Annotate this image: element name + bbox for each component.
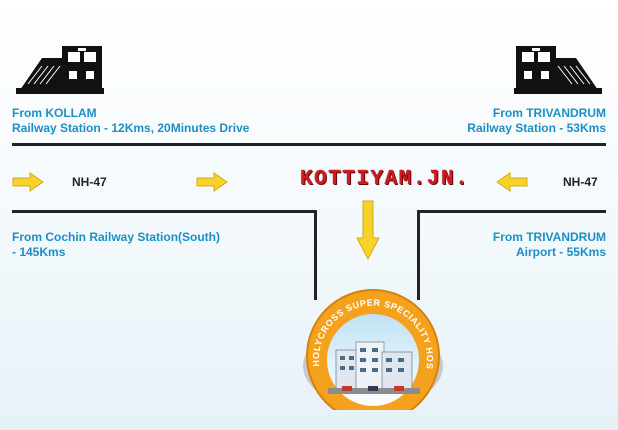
from-kollam-text: From KOLLAM Railway Station - 12Kms, 20M… — [12, 106, 249, 136]
right-route-line-h — [417, 210, 606, 213]
arrow-right-icon — [12, 172, 44, 192]
from-trivandrum-airport-text: From TRIVANDRUM Airport - 55Kms — [493, 230, 606, 260]
from-cochin-text: From Cochin Railway Station(South) - 145… — [12, 230, 220, 260]
from-cochin-title: From Cochin Railway Station(South) — [12, 230, 221, 244]
left-route-line-v — [314, 210, 317, 300]
from-kollam-distance: Railway Station - 12Kms, 20Minutes Drive — [12, 121, 250, 135]
from-trivandrum-railway-title: From TRIVANDRUM — [492, 106, 606, 120]
top-route-line — [12, 143, 606, 146]
destination-title: KOTTIYAM.JN. — [300, 168, 470, 191]
arrow-down-icon — [356, 200, 380, 260]
left-route-line-h — [12, 210, 317, 213]
arrow-left-icon — [496, 172, 528, 192]
train-icon-right — [514, 46, 602, 94]
train-icon-left — [16, 46, 104, 94]
from-cochin-distance: - 145Kms — [12, 245, 66, 259]
from-trivandrum-railway-text: From TRIVANDRUM Railway Station - 53Kms — [467, 106, 606, 136]
hospital-logo: HOLYCROSS SUPER SPECIALITY HOSPITAL — [298, 278, 443, 410]
nh47-left-label: NH-47 — [72, 175, 107, 189]
from-trivandrum-airport-distance: Airport - 55Kms — [515, 245, 606, 259]
from-trivandrum-airport-title: From TRIVANDRUM — [492, 230, 606, 244]
right-route-line-v — [417, 210, 420, 300]
from-kollam-title: From KOLLAM — [12, 106, 97, 120]
arrow-right-icon — [196, 172, 228, 192]
nh47-right-label: NH-47 — [563, 175, 598, 189]
from-trivandrum-railway-distance: Railway Station - 53Kms — [467, 121, 606, 135]
